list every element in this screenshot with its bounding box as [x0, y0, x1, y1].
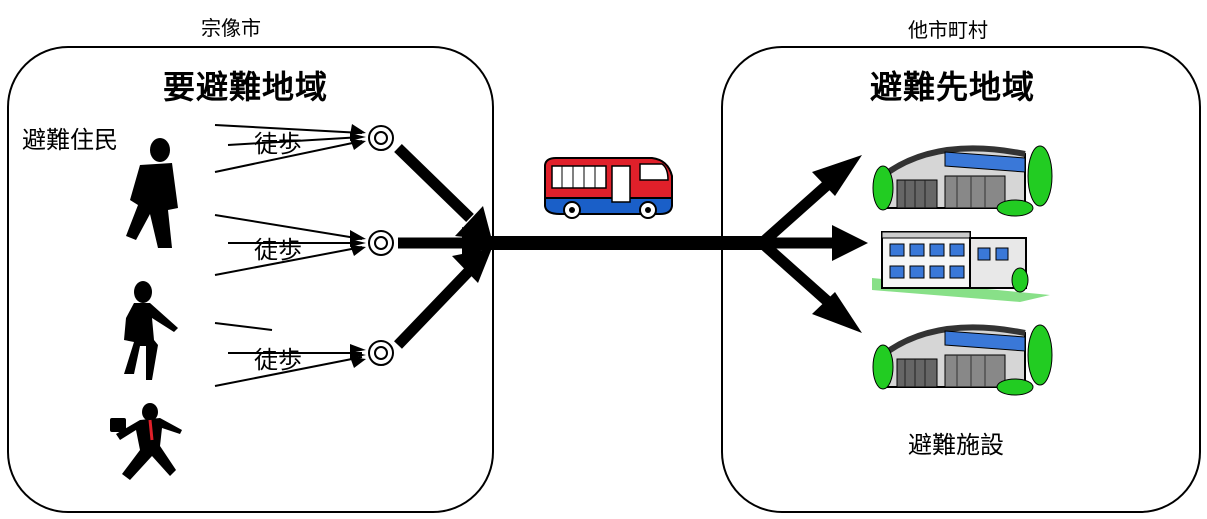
walking-man-icon [126, 138, 178, 248]
gymnasium-icon [873, 325, 1052, 395]
school-building-icon [872, 231, 1050, 302]
evacuation-zone-title: 要避難地域 [163, 68, 329, 106]
walk-label-3: 徒歩 [254, 346, 302, 374]
destination-zone-box [721, 46, 1201, 513]
destination-zone-title: 避難先地域 [870, 68, 1036, 106]
convergence-arrows [394, 144, 474, 349]
shelter-facility-label: 避難施設 [908, 431, 1004, 459]
walk-label-2: 徒歩 [254, 236, 302, 264]
walk-label-1: 徒歩 [254, 130, 302, 158]
bus-icon [544, 157, 673, 219]
walk-route-lines [214, 124, 363, 387]
evacuees-label: 避難住民 [22, 126, 118, 154]
evacuation-zone-box [7, 46, 494, 513]
origin-city-label: 宗像市 [201, 16, 261, 40]
walk-arrowheads [350, 124, 366, 368]
distribution-arrows [758, 173, 839, 313]
running-businessman-icon [110, 403, 182, 480]
walking-woman-icon [124, 281, 178, 380]
destination-city-label: 他市町村 [908, 18, 988, 42]
assembly-point-icon [368, 125, 394, 366]
gymnasium-icon [873, 146, 1052, 216]
